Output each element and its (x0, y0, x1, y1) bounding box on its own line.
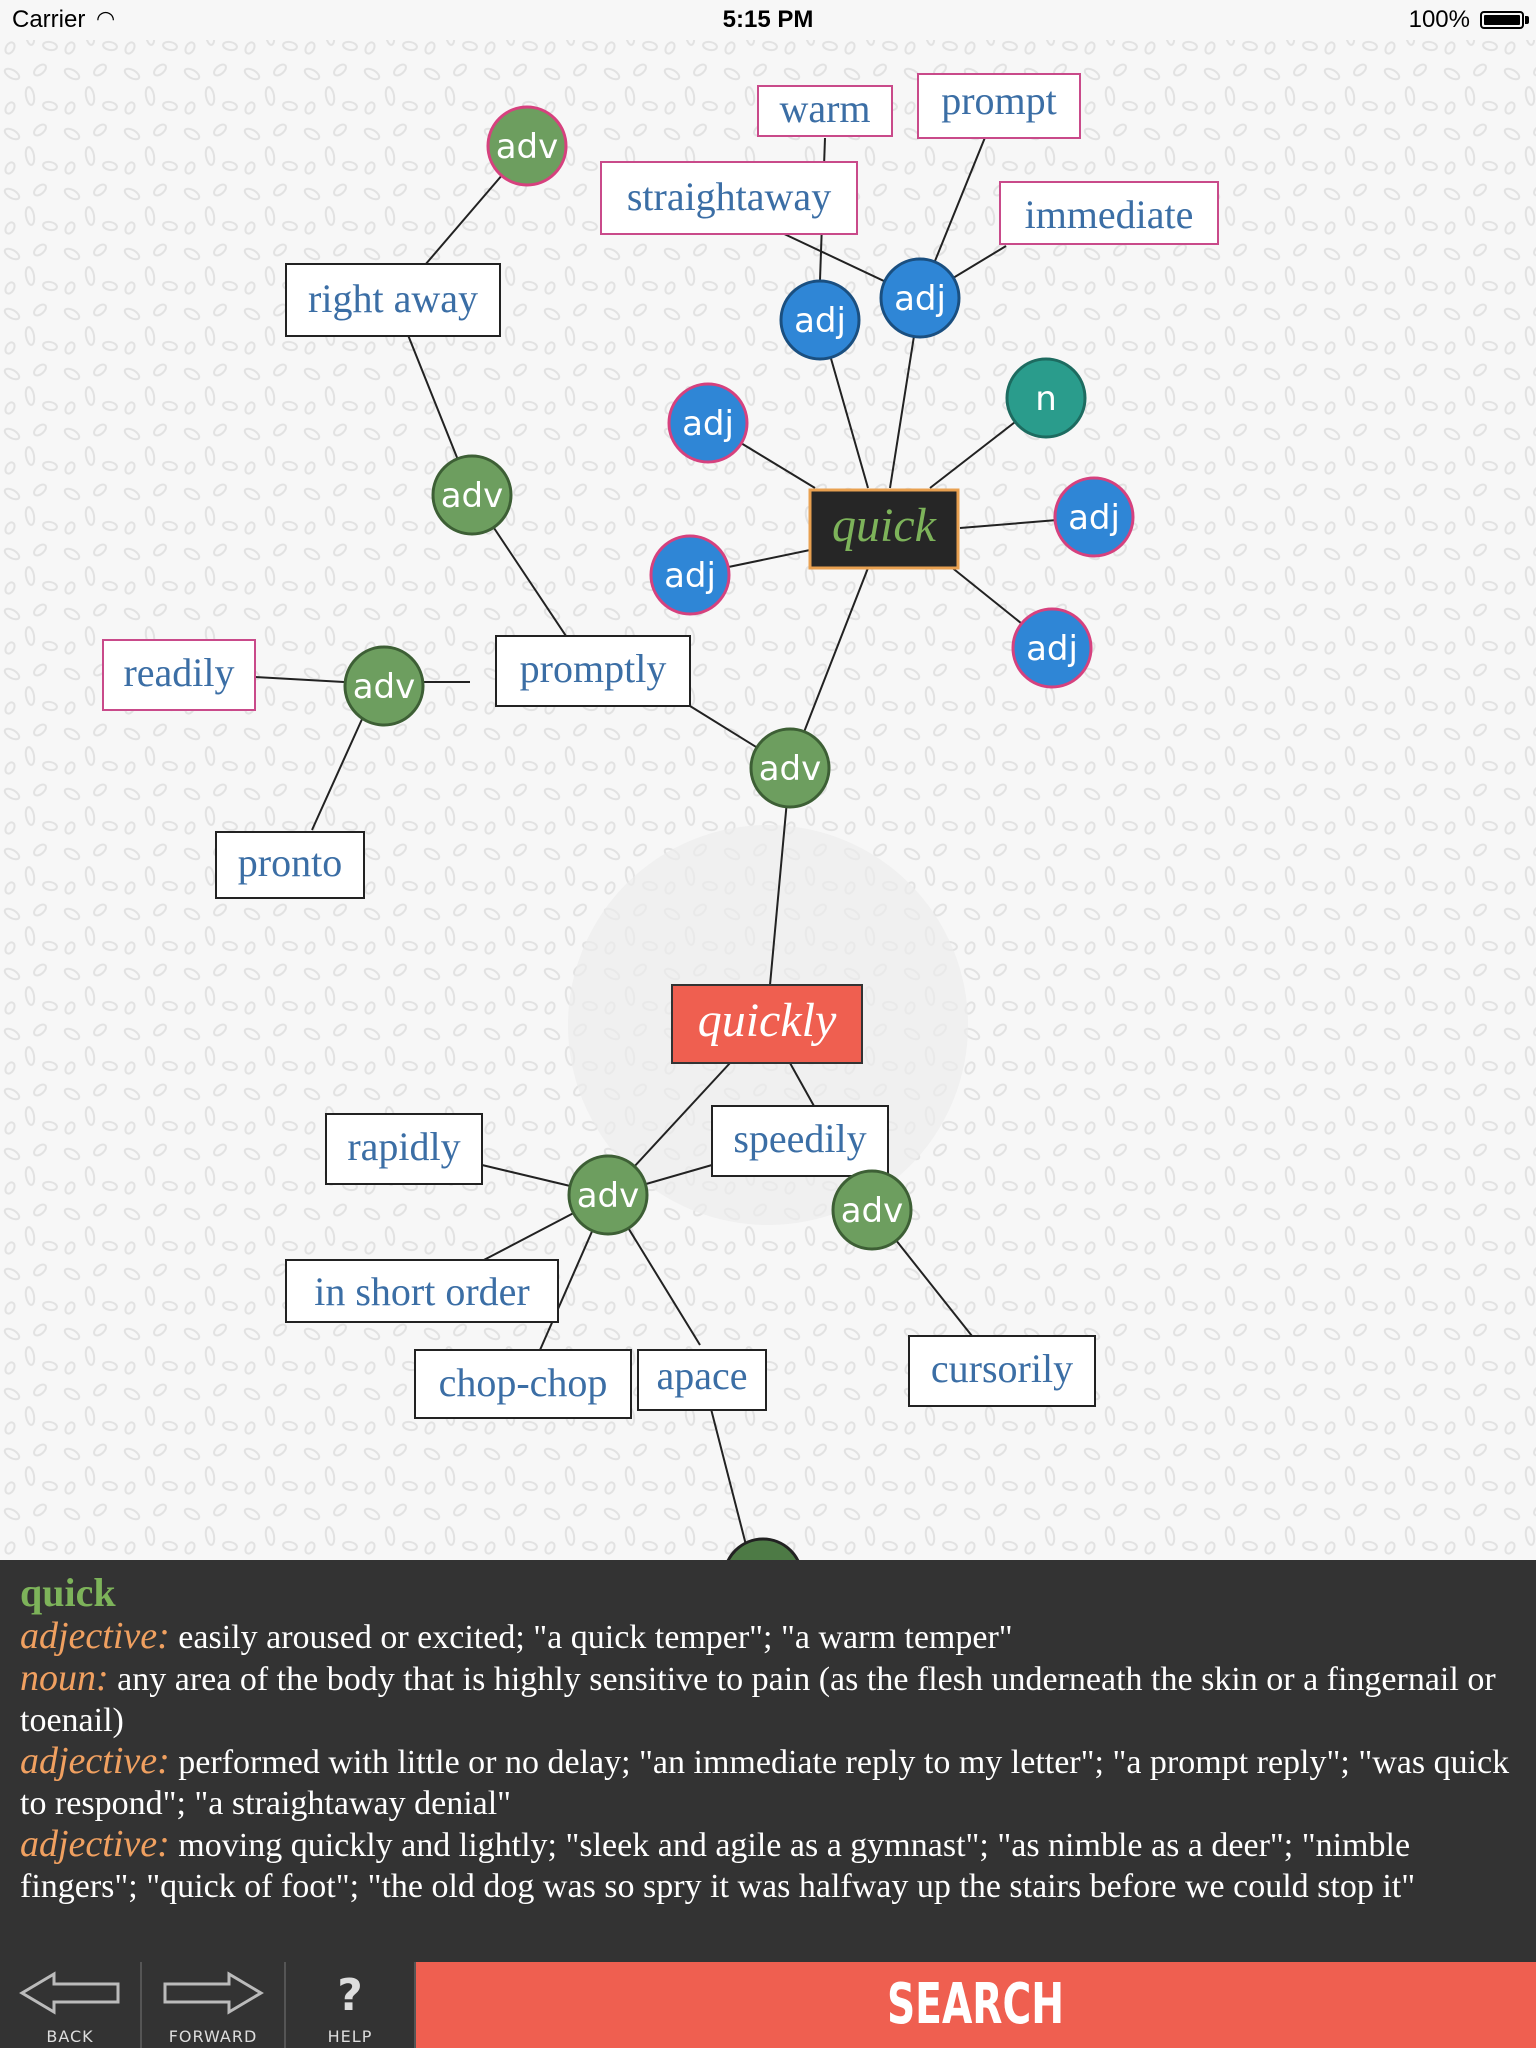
clock: 5:15 PM (722, 6, 814, 33)
word-label: rapidly (347, 1124, 460, 1169)
pos-label: adj (894, 279, 946, 319)
sense-text: performed with little or no delay; "an i… (20, 1744, 1510, 1822)
word-label: straightaway (627, 174, 831, 219)
pos-label: adj (794, 301, 846, 341)
pos-node-adv[interactable]: adv (749, 727, 831, 809)
word-label: promptly (520, 646, 667, 691)
back-caption: BACK (46, 2027, 94, 2046)
pos-node-adj[interactable]: adj (779, 279, 861, 361)
back-button[interactable]: BACK (0, 1962, 142, 2048)
pos-node-adv[interactable]: adv (831, 1169, 913, 1251)
word-label: immediate (1025, 192, 1194, 237)
pos-label: adj (682, 404, 734, 444)
definition-sense: adjective: easily aroused or excited; "a… (20, 1616, 1516, 1658)
pos-node-n[interactable]: n (1005, 357, 1087, 439)
pos-label: adv (841, 1191, 904, 1231)
pos-label: adj (664, 556, 716, 596)
forward-button[interactable]: FORWARD (142, 1962, 286, 2048)
pos-node-adv[interactable] (724, 1537, 802, 1560)
forward-arrow-icon (163, 1971, 264, 2015)
search-button[interactable]: SEARCH (416, 1962, 1536, 2048)
word-label: warm (779, 86, 870, 131)
status-bar: Carrier ◠ 5:15 PM 100% (0, 0, 1536, 40)
pos-node-adj[interactable]: adj (879, 257, 961, 339)
sense-pos: adjective: (20, 1615, 170, 1657)
definition-headword: quick (20, 1570, 116, 1615)
pos-node-adv[interactable]: adv (486, 105, 568, 187)
word-node[interactable]: chop-chop (414, 1349, 632, 1419)
word-node[interactable]: speedily (711, 1105, 889, 1177)
pos-label: adv (759, 749, 822, 789)
definition-sense: adjective: moving quickly and lightly; "… (20, 1824, 1516, 1907)
pos-node-adj[interactable]: adj (667, 382, 749, 464)
word-node[interactable]: immediate (999, 181, 1219, 245)
word-label: cursorily (931, 1346, 1073, 1391)
sense-pos: adjective: (20, 1823, 170, 1865)
pos-label: n (1035, 379, 1057, 419)
word-label: prompt (941, 78, 1057, 123)
word-node[interactable]: promptly (495, 635, 691, 707)
word-node[interactable]: right away (285, 263, 501, 337)
back-arrow-icon (19, 1971, 120, 2015)
pos-node-adv[interactable]: adv (343, 645, 425, 727)
word-node[interactable]: warm (757, 85, 893, 137)
help-button[interactable]: ? HELP (286, 1962, 416, 2048)
definition-sense: noun: any area of the body that is highl… (20, 1658, 1516, 1741)
help-caption: HELP (327, 2027, 373, 2046)
pos-label: adv (441, 476, 504, 516)
word-label: right away (308, 276, 478, 321)
center-label: quick (832, 499, 938, 552)
word-node[interactable]: cursorily (908, 1335, 1096, 1407)
battery-icon (1480, 11, 1524, 29)
primary-center-node[interactable]: quickly (671, 984, 863, 1064)
pos-node-adj[interactable]: adj (1053, 476, 1135, 558)
word-label: speedily (733, 1116, 866, 1161)
pos-node-adj[interactable]: adj (1011, 607, 1093, 689)
pos-label: adj (1068, 498, 1120, 538)
definitions-panel: quick adjective: easily aroused or excit… (0, 1560, 1536, 1962)
pos-label: adv (577, 1176, 640, 1216)
sense-pos: adjective: (20, 1740, 170, 1782)
battery-tip (1525, 16, 1529, 24)
battery-percent: 100% (1408, 6, 1470, 33)
pos-label: adv (353, 667, 416, 707)
word-node[interactable]: readily (102, 639, 256, 711)
svg-text:?: ? (337, 1970, 363, 2020)
center-label: quickly (698, 994, 837, 1047)
pos-label: adv (496, 127, 559, 167)
carrier-label: Carrier (12, 6, 86, 33)
word-label: pronto (238, 840, 342, 885)
question-mark-icon: ? (337, 1970, 363, 2020)
word-node[interactable]: apace (637, 1349, 767, 1411)
sense-text: easily aroused or excited; "a quick temp… (169, 1619, 1013, 1656)
search-label: SEARCH (887, 1972, 1065, 2037)
word-node[interactable]: pronto (215, 831, 365, 899)
word-label: apace (656, 1353, 747, 1398)
sense-pos: noun: (20, 1657, 109, 1699)
word-label: chop-chop (439, 1360, 608, 1405)
pos-node-adj[interactable]: adj (649, 534, 731, 616)
pos-node-adv[interactable]: adv (567, 1154, 649, 1236)
pos-node-adv[interactable]: adv (431, 454, 513, 536)
word-node[interactable]: prompt (917, 73, 1081, 139)
forward-caption: FORWARD (168, 2027, 258, 2046)
sense-text: any area of the body that is highly sens… (20, 1661, 1496, 1739)
sense-text: moving quickly and lightly; "sleek and a… (20, 1827, 1416, 1905)
word-label: in short order (314, 1269, 530, 1314)
word-node[interactable]: straightaway (600, 161, 858, 235)
pos-label: adj (1026, 629, 1078, 669)
word-label: readily (123, 650, 234, 695)
word-node[interactable]: in short order (285, 1259, 559, 1323)
wifi-icon: ◠ (96, 6, 116, 31)
secondary-center-node[interactable]: quick (808, 488, 960, 570)
definition-sense: adjective: performed with little or no d… (20, 1741, 1516, 1824)
word-node[interactable]: rapidly (325, 1113, 483, 1185)
word-graph[interactable]: straightaway warm prompt immediate right… (0, 0, 1536, 1560)
